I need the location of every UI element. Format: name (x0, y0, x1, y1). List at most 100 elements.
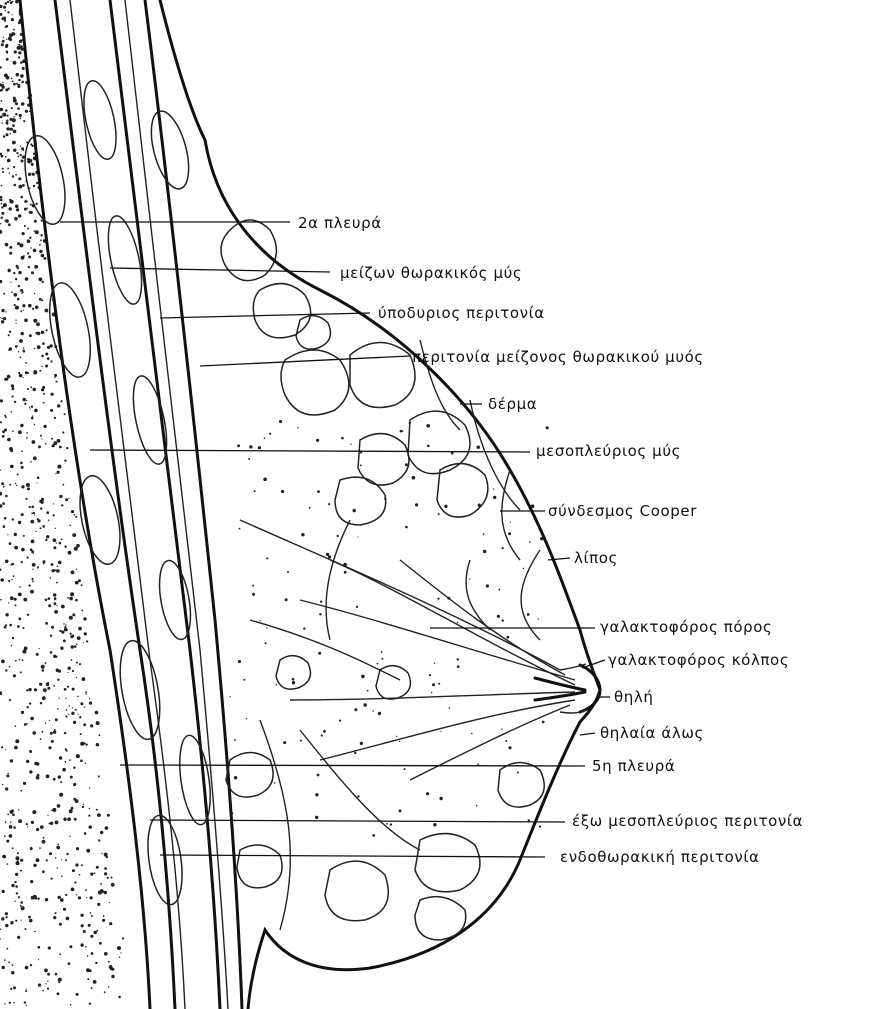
speckle-dot (109, 922, 112, 925)
speckle-dot (19, 114, 22, 117)
fat-dot (439, 797, 442, 800)
fat-dot (426, 792, 429, 795)
speckle-dot (36, 653, 39, 656)
fat-dot (252, 593, 255, 596)
speckle-dot (23, 398, 26, 401)
speckle-dot (26, 400, 27, 401)
fat-dot (266, 557, 268, 559)
speckle-dot (52, 569, 55, 572)
speckle-dot (7, 773, 9, 775)
speckle-dot (37, 518, 39, 520)
speckle-dot (13, 97, 16, 100)
speckle-dot (71, 659, 73, 661)
speckle-dot (86, 897, 87, 898)
speckle-dot (16, 152, 18, 154)
speckle-dot (46, 511, 49, 514)
speckle-dot (85, 762, 86, 763)
speckle-dot (18, 351, 19, 352)
speckle-dot (74, 881, 76, 883)
fat-dot (427, 445, 430, 448)
speckle-dot (30, 880, 33, 883)
speckle-dot (17, 852, 19, 854)
speckle-dot (38, 946, 41, 949)
speckle-dot (15, 920, 17, 922)
speckle-dot (34, 424, 36, 426)
fat-dot (478, 504, 481, 507)
speckle-dot (26, 823, 28, 825)
fat-dot (429, 674, 431, 676)
speckle-dot (34, 688, 37, 691)
speckle-dot (27, 239, 31, 243)
speckle-dot (9, 347, 12, 350)
speckle-dot (11, 291, 13, 293)
speckle-dot (0, 108, 3, 112)
speckle-dot (3, 6, 6, 9)
speckle-dot (42, 990, 44, 992)
speckle-dot (85, 889, 87, 891)
speckle-dot (13, 83, 16, 86)
speckle-dot (27, 252, 29, 254)
speckle-dot (55, 857, 57, 859)
speckle-dot (34, 931, 35, 932)
speckle-dot (50, 732, 53, 735)
speckle-dot (65, 894, 67, 896)
speckle-dot (20, 196, 23, 199)
speckle-dot (13, 674, 16, 677)
speckle-dot (6, 39, 7, 40)
speckle-dot (14, 546, 18, 550)
speckle-dot (5, 10, 6, 11)
speckle-dot (33, 388, 36, 391)
speckle-dot (44, 257, 47, 260)
speckle-dot (46, 535, 49, 538)
speckle-dot (44, 969, 48, 973)
speckle-dot (45, 443, 47, 445)
speckle-dot (21, 906, 25, 910)
speckle-dot (65, 748, 67, 750)
speckle-dot (31, 163, 34, 166)
speckle-dot (12, 964, 14, 966)
speckle-dot (104, 952, 108, 956)
speckle-dot (83, 617, 86, 620)
speckle-dot (40, 738, 42, 740)
speckle-dot (22, 232, 25, 235)
fat-dot (505, 740, 507, 742)
speckle-dot (70, 635, 73, 638)
fat-dot (409, 422, 411, 424)
speckle-dot (5, 219, 9, 223)
speckle-dot (15, 660, 17, 662)
speckle-dot (41, 220, 43, 222)
speckle-dot (68, 498, 69, 499)
speckle-dot (1, 746, 3, 748)
speckle-dot (49, 720, 50, 721)
speckle-dot (2, 855, 5, 858)
fat-dot (377, 663, 379, 665)
speckle-dot (31, 417, 34, 420)
speckle-dot (14, 401, 16, 403)
speckle-dot (53, 546, 56, 549)
speckle-dot (59, 793, 63, 797)
fat-dot (426, 424, 430, 428)
speckle-dot (58, 978, 62, 982)
speckle-dot (24, 723, 27, 726)
speckle-dot (76, 569, 77, 570)
speckle-dot (13, 826, 16, 829)
speckle-dot (6, 840, 9, 843)
speckle-dot (89, 1003, 91, 1005)
speckle-dot (40, 234, 42, 236)
fat-dot (476, 805, 477, 806)
speckle-dot (45, 898, 48, 901)
fat-dot (243, 679, 245, 681)
fat-dot (266, 627, 267, 628)
speckle-dot (14, 184, 17, 187)
speckle-dot (12, 430, 14, 432)
fat-dot (309, 507, 311, 509)
speckle-dot (90, 724, 93, 727)
speckle-dot (14, 746, 18, 750)
speckle-dot (18, 430, 22, 434)
speckle-dot (5, 109, 7, 111)
speckle-dot (64, 628, 68, 632)
speckle-dot (55, 718, 58, 721)
speckle-dot (30, 847, 33, 850)
speckle-dot (63, 640, 66, 643)
speckle-dot (20, 424, 23, 427)
